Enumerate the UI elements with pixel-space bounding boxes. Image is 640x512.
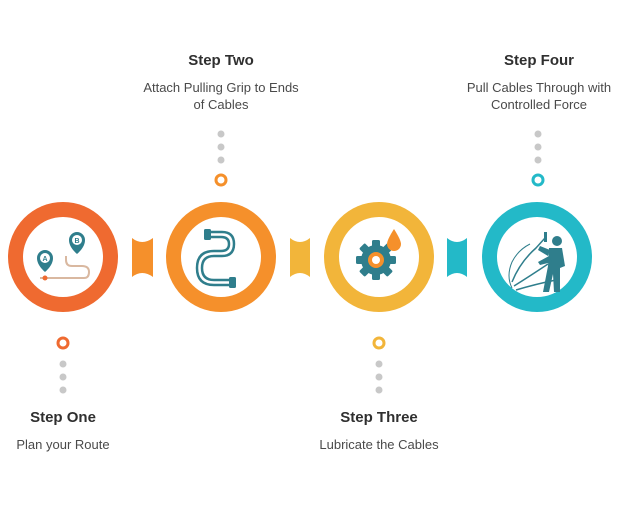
- cable-grip-icon: [195, 229, 236, 288]
- step-three-title: Step Three: [340, 409, 418, 426]
- dots-step-3: [372, 336, 386, 394]
- step-four-description: Pull Cables Through with Controlled Forc…: [466, 80, 612, 112]
- connector-1-2: [132, 238, 153, 277]
- dots-step-1: [56, 336, 70, 394]
- step-three-description: Lubricate the Cables: [319, 437, 439, 452]
- pin-b-label: B: [74, 238, 79, 245]
- worker-pulling-cable-icon: [508, 232, 565, 292]
- marker-step-1: [56, 336, 70, 350]
- marker-step-4: [531, 173, 545, 187]
- step-one-title: Step One: [30, 409, 96, 426]
- step-one-caption: Step One Plan your Route: [0, 409, 126, 453]
- connector-3-4: [447, 238, 467, 277]
- step-four-title: Step Four: [504, 52, 574, 69]
- step-three-caption: Step Three Lubricate the Cables: [299, 409, 459, 453]
- step-two-title: Step Two: [188, 52, 254, 69]
- step-two-description: Attach Pulling Grip to Ends of Cables: [143, 80, 299, 112]
- step-two-caption: Step Two Attach Pulling Grip to Ends of …: [120, 52, 322, 113]
- step-one-description: Plan your Route: [16, 437, 110, 452]
- marker-step-2: [214, 173, 228, 187]
- pin-a-label: A: [42, 256, 47, 263]
- connector-2-3: [290, 238, 310, 277]
- dots-step-2: [214, 130, 228, 187]
- dots-step-4: [531, 130, 545, 187]
- marker-step-3: [372, 336, 386, 350]
- gear-oil-drop-icon: [356, 229, 401, 280]
- step-center-1: [23, 217, 103, 297]
- step-four-caption: Step Four Pull Cables Through with Contr…: [438, 52, 640, 113]
- route-map-pins-icon: A B: [37, 232, 91, 281]
